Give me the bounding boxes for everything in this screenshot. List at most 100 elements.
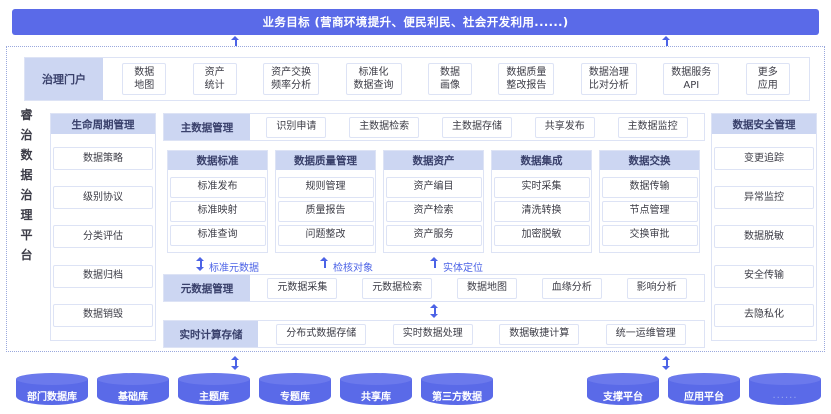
toolbar-card-data-service-api[interactable]: 数据服务 API [663, 63, 720, 95]
platform-label: 支撑平台 [603, 391, 643, 403]
datasource-topic-db[interactable]: 专题库 [259, 373, 331, 407]
data-asset-item-service[interactable]: 资产服务 [385, 224, 482, 246]
lifecycle-item-classification[interactable]: 分类评估 [53, 225, 153, 249]
master-data-item-identify-apply[interactable]: 识别申请 [266, 116, 327, 138]
lifecycle-item-destruction[interactable]: 数据销毁 [53, 303, 153, 327]
toolbar-card-data-map[interactable]: 数据 地图 [122, 63, 167, 95]
cylinder-top [340, 373, 412, 385]
toolbar-card-more-apps[interactable]: 更多 应用 [745, 63, 790, 95]
data-security-management-panel: 数据安全管理 变更追踪 异常监控 数据脱敏 安全传输 去隐私化 [711, 113, 817, 341]
data-integration-panel: 数据集成 实时采集 清洗转换 加密脱敏 [491, 150, 592, 253]
platform-brand-name: 睿 治 数 据 治 理 平 台 [14, 105, 40, 265]
metadata-head-label: 元数据管理 [164, 275, 250, 301]
data-quality-item-remediation[interactable]: 问题整改 [277, 224, 374, 246]
cylinder-top [97, 373, 169, 385]
toolbar-card-line2: 频率分析 [271, 80, 312, 91]
toolbar-card-line1: 数据 [439, 67, 460, 78]
data-standard-item-publish[interactable]: 标准发布 [169, 176, 266, 198]
toolbar-card-data-portrait[interactable]: 数据 画像 [427, 63, 472, 95]
connector-arrow-metadata-realtime [430, 304, 439, 318]
master-data-item-storage[interactable]: 主数据存储 [441, 116, 512, 138]
brand-c0: 睿 [20, 108, 34, 122]
toolbar-card-standardized-query[interactable]: 标准化 数据查询 [345, 63, 402, 95]
data-integration-item-realtime-collect[interactable]: 实时采集 [493, 176, 590, 198]
platform-label: 应用平台 [684, 391, 724, 403]
security-item-change-tracking[interactable]: 变更追踪 [714, 147, 814, 171]
platform-application[interactable]: 应用平台 [668, 373, 740, 407]
metadata-item-lineage[interactable]: 血缘分析 [541, 277, 602, 299]
metadata-item-search[interactable]: 元数据检索 [362, 277, 433, 299]
data-exchange-item-node-mgmt[interactable]: 节点管理 [601, 200, 698, 222]
security-item-de-identification[interactable]: 去隐私化 [714, 303, 814, 327]
data-quality-items: 规则管理 质量报告 问题整改 [276, 170, 375, 252]
governance-portal-toolbar: 治理门户 数据 地图 资产 统计 资产交换 频率分析 标准化 数据查询 数据 画… [24, 57, 810, 101]
realtime-item-unified-ops[interactable]: 统一运维管理 [605, 323, 686, 345]
security-items: 变更追踪 异常监控 数据脱敏 安全传输 去隐私化 [712, 134, 816, 340]
master-data-item-monitoring[interactable]: 主数据监控 [617, 116, 688, 138]
toolbar-card-quality-report[interactable]: 数据质量 整改报告 [498, 63, 555, 95]
toolbar-card-line2: API [683, 80, 700, 91]
data-exchange-item-approval[interactable]: 交换审批 [601, 224, 698, 246]
toolbar-card-line1: 数据服务 [671, 67, 712, 78]
toolbar-card-line1: 数据 [134, 67, 155, 78]
connector-arrow-sources-left [231, 356, 240, 370]
toolbar-card-line2: 画像 [439, 80, 460, 91]
master-data-item-share-publish[interactable]: 共享发布 [534, 116, 595, 138]
datasource-third-party[interactable]: 第三方数据 [421, 373, 493, 407]
toolbar-card-line2: 地图 [134, 80, 155, 91]
data-integration-item-encrypt-mask[interactable]: 加密脱敏 [493, 224, 590, 246]
datasource-shared-db[interactable]: 共享库 [340, 373, 412, 407]
data-standard-item-query[interactable]: 标准查询 [169, 224, 266, 246]
security-item-data-masking[interactable]: 数据脱敏 [714, 225, 814, 249]
data-quality-item-report[interactable]: 质量报告 [277, 200, 374, 222]
datasource-department-db[interactable]: 部门数据库 [16, 373, 88, 407]
flow-arrow-standard-metadata [196, 257, 205, 271]
realtime-item-stream-processing[interactable]: 实时数据处理 [392, 323, 473, 345]
platform-support[interactable]: 支撑平台 [587, 373, 659, 407]
realtime-item-distributed-storage[interactable]: 分布式数据存储 [276, 323, 367, 345]
data-exchange-item-transfer[interactable]: 数据传输 [601, 176, 698, 198]
toolbar-card-line1: 标准化 [358, 67, 389, 78]
realtime-item-agile-compute[interactable]: 数据敏捷计算 [499, 323, 580, 345]
flow-label-entity-location: 实体定位 [443, 263, 483, 274]
data-standard-item-mapping[interactable]: 标准映射 [169, 200, 266, 222]
flow-arrow-audit-object [320, 257, 329, 271]
data-asset-item-catalog[interactable]: 资产编目 [385, 176, 482, 198]
platform-label: ...... [772, 389, 798, 401]
datasource-basic-db[interactable]: 基础库 [97, 373, 169, 407]
brand-c7: 台 [20, 248, 34, 262]
lifecycle-item-archiving[interactable]: 数据归档 [53, 264, 153, 288]
metadata-item-data-map[interactable]: 数据地图 [456, 277, 517, 299]
metadata-item-collection[interactable]: 元数据采集 [267, 277, 338, 299]
toolbar-card-line2: 统计 [204, 80, 225, 91]
flow-label-audit-object: 检核对象 [333, 263, 373, 274]
realtime-items: 分布式数据存储 实时数据处理 数据敏捷计算 统一运维管理 [258, 321, 704, 347]
datasource-label: 主题库 [199, 391, 229, 403]
cylinder-top [668, 373, 740, 385]
data-integration-item-clean-transform[interactable]: 清洗转换 [493, 200, 590, 222]
security-item-anomaly-monitor[interactable]: 异常监控 [714, 186, 814, 210]
brand-c2: 数 [20, 148, 34, 162]
toolbar-card-line2: 应用 [757, 80, 778, 91]
flow-arrow-entity-location [430, 257, 439, 271]
data-quality-item-rule-mgmt[interactable]: 规则管理 [277, 176, 374, 198]
master-data-items: 识别申请 主数据检索 主数据存储 共享发布 主数据监控 [250, 114, 704, 140]
banner-title: 业务目标 (营商环境提升、便民利民、社会开发利用......) [262, 15, 569, 29]
datasource-subject-db[interactable]: 主题库 [178, 373, 250, 407]
lifecycle-item-level-agreement[interactable]: 级别协议 [53, 186, 153, 210]
lifecycle-item-data-policy[interactable]: 数据策略 [53, 147, 153, 171]
toolbar-card-governance-comparison[interactable]: 数据治理 比对分析 [580, 63, 637, 95]
toolbar-head-label: 治理门户 [25, 58, 103, 100]
platform-more[interactable]: ...... [749, 373, 821, 407]
cylinder-top [178, 373, 250, 385]
security-item-secure-transfer[interactable]: 安全传输 [714, 264, 814, 288]
master-data-item-search[interactable]: 主数据检索 [349, 116, 420, 138]
toolbar-card-asset-stats[interactable]: 资产 统计 [192, 63, 237, 95]
master-data-management-band: 主数据管理 识别申请 主数据检索 主数据存储 共享发布 主数据监控 [163, 113, 705, 141]
metadata-item-impact[interactable]: 影响分析 [626, 277, 687, 299]
brand-c6: 平 [20, 228, 34, 242]
toolbar-items: 数据 地图 资产 统计 资产交换 频率分析 标准化 数据查询 数据 画像 数据质… [103, 58, 809, 100]
data-asset-item-search[interactable]: 资产检索 [385, 200, 482, 222]
toolbar-card-exchange-frequency[interactable]: 资产交换 频率分析 [263, 63, 320, 95]
toolbar-card-line1: 资产交换 [271, 67, 312, 78]
